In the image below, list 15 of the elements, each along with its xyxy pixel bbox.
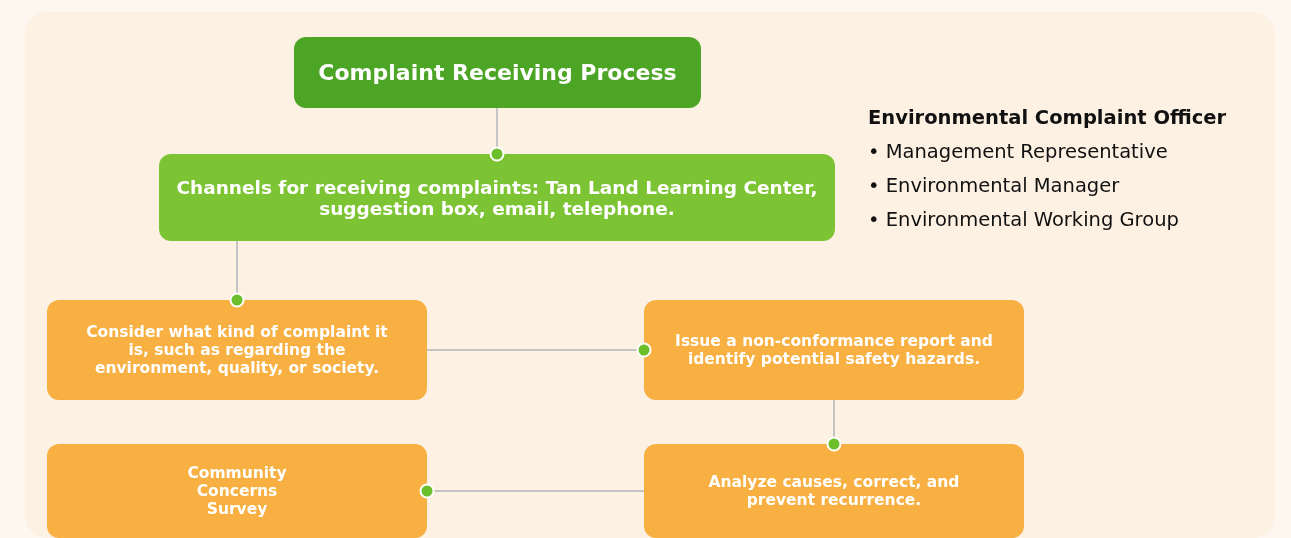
connector (426, 342, 652, 358)
connector (489, 107, 505, 162)
heading: Environmental Complaint Officer (868, 106, 1227, 129)
list-item: • Environmental Manager (868, 174, 1120, 197)
list-item: • Management Representative (868, 140, 1168, 163)
process-box: Community Concerns Survey (47, 444, 427, 538)
process-box: Channels for receiving complaints: Tan Land Learning Center, suggestion box, email, telephone. (159, 154, 835, 241)
connector (229, 240, 245, 308)
process-box: Analyze causes, correct, and prevent recurrence. (644, 444, 1024, 538)
connector (826, 399, 842, 452)
process-box: Consider what kind of complaint it is, such as regarding the environment, quality, or society. (47, 300, 427, 400)
list-item: • Environmental Working Group (868, 208, 1179, 231)
title-box: Complaint Receiving Process (294, 37, 701, 108)
process-box: Issue a non-conformance report and identify potential safety hazards. (644, 300, 1024, 400)
connector (419, 483, 645, 499)
